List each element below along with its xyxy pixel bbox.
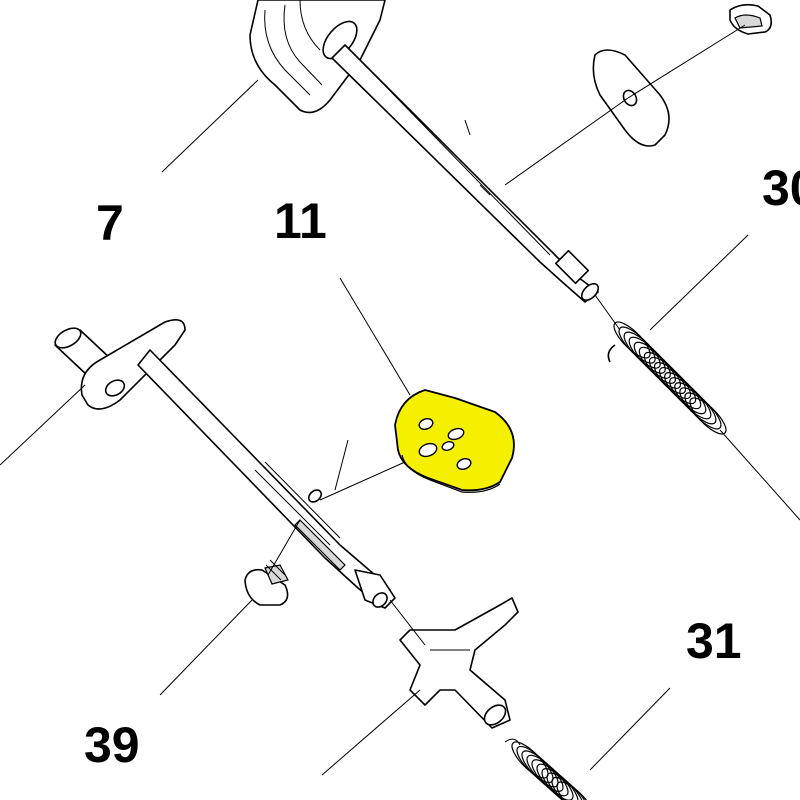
leader-lines	[0, 24, 800, 776]
label-part-7: 7	[96, 195, 124, 251]
lever-lower	[399, 597, 519, 729]
label-part-30: 30	[762, 160, 800, 216]
label-part-39: 39	[84, 717, 140, 773]
screw-lower	[244, 559, 289, 606]
upper-shaft-assembly	[249, 0, 600, 303]
label-part-11: 11	[274, 193, 327, 249]
label-part-31: 31	[686, 613, 742, 669]
spring-coil-lower	[511, 741, 594, 800]
screw-upper	[729, 3, 772, 35]
spring-upper	[607, 344, 616, 363]
washer-upper	[592, 49, 670, 147]
highlighted-plate-part-11[interactable]	[394, 389, 515, 493]
spring-coil-upper	[613, 321, 727, 435]
lower-shaft-assembly	[54, 319, 396, 609]
spring-lower	[504, 738, 521, 746]
